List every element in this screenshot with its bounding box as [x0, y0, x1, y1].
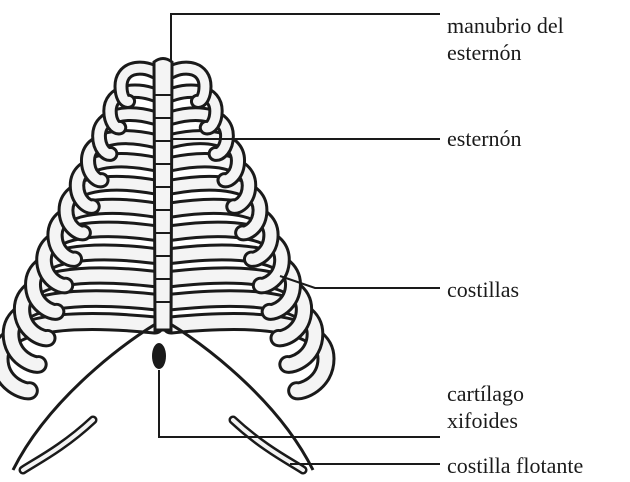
leader-manubrio — [171, 14, 440, 62]
label-esternon: esternón — [447, 125, 522, 152]
label-manubrio-line-1: manubrio del — [447, 12, 564, 39]
label-cartilago-xifoides: cartílago xifoides — [447, 380, 524, 434]
label-costilla-flotante: costilla flotante — [447, 452, 583, 479]
label-xifoides-line-2: xifoides — [447, 407, 524, 434]
label-manubrio-line-2: esternón — [447, 39, 564, 66]
label-xifoides-line-1: cartílago — [447, 380, 524, 407]
xiphoid-process — [152, 343, 166, 369]
label-costillas: costillas — [447, 276, 519, 303]
label-manubrio-del-esternon: manubrio del esternón — [447, 12, 564, 66]
sternum-body — [154, 59, 172, 331]
leader-xifoides — [159, 370, 440, 437]
sternum — [152, 59, 172, 370]
